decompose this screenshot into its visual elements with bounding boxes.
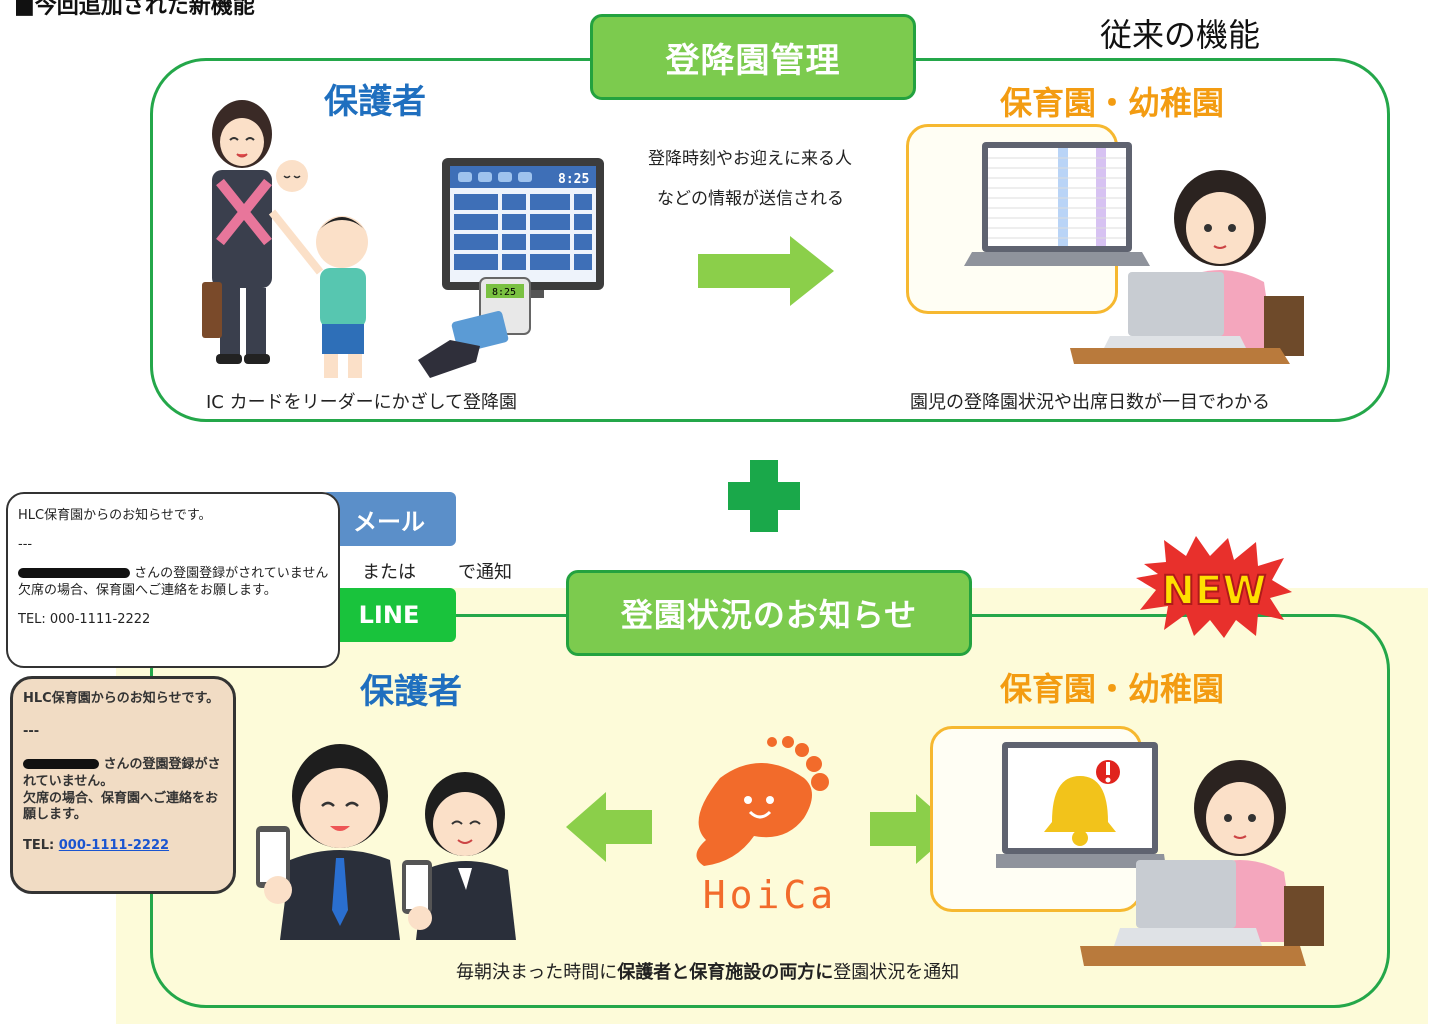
top-caption-right: 園児の登降園状況や出席日数が一目でわかる bbox=[910, 392, 1270, 413]
or-text: または bbox=[362, 562, 416, 583]
mail-separator: --- bbox=[18, 536, 33, 552]
ic-card-terminal-icon: 8:25 8:25 bbox=[418, 158, 604, 378]
mail-line1: HLC保育園からのお知らせです。 bbox=[18, 508, 212, 523]
redacted-name bbox=[18, 568, 130, 579]
parent-child-illustration bbox=[202, 100, 368, 378]
notify-text: で通知 bbox=[458, 562, 512, 583]
bottom-caption: 毎朝決まった時間に保護者と保育施設の両方に登園状況を通知 bbox=[456, 958, 959, 984]
line-line2: さんの登園登録がされていません。 bbox=[23, 756, 221, 789]
line-badge: LINE bbox=[322, 588, 456, 642]
plus-icon bbox=[728, 460, 800, 532]
mail-line2-row: さんの登園登録がされていません bbox=[18, 566, 328, 583]
line-line1: HLC保育園からのお知らせです。 bbox=[23, 691, 220, 706]
send-info-line2: などの情報が送信される bbox=[657, 189, 844, 209]
right-arrow-icon bbox=[698, 236, 834, 306]
left-arrow-icon bbox=[566, 792, 652, 862]
staff-laptop-illustration bbox=[1080, 760, 1324, 966]
reader-time: 8:25 bbox=[492, 287, 516, 298]
line-tel-label: TEL: bbox=[23, 838, 55, 854]
redacted-name bbox=[23, 759, 99, 770]
line-separator: --- bbox=[23, 723, 40, 739]
hoica-brand-text: HoiCa bbox=[703, 873, 837, 917]
new-burst-badge: NEW bbox=[1136, 536, 1292, 638]
staff-laptop-illustration bbox=[1070, 170, 1304, 364]
bottom-panel-title: 登園状況のお知らせ bbox=[566, 570, 972, 656]
top-guardian-label: 保護者 bbox=[324, 82, 426, 122]
bottom-caption-prefix: 毎朝決まった時間に bbox=[456, 962, 618, 983]
bottom-caption-suffix: 登園状況を通知 bbox=[833, 962, 960, 983]
bottom-guardian-label: 保護者 bbox=[360, 672, 462, 712]
line-tel-link[interactable]: 000-1111-2222 bbox=[58, 838, 170, 854]
alert-laptop bbox=[996, 742, 1166, 868]
traditional-feature-label: 従来の機能 bbox=[1100, 16, 1261, 54]
line-message-card: HLC保育園からのお知らせです。 --- さんの登園登録がされていません。 欠席… bbox=[10, 676, 236, 894]
parents-smartphones-illustration bbox=[256, 744, 516, 940]
mail-line3: 欠席の場合、保育園へご連絡をお願します。 bbox=[18, 582, 277, 598]
bell-alert-icon bbox=[1044, 760, 1120, 846]
line-line2-row: さんの登園登録がされていません。 bbox=[23, 757, 223, 791]
mail-message-card: HLC保育園からのお知らせです。 --- さんの登園登録がされていません 欠席の… bbox=[6, 492, 340, 668]
terminal-time: 8:25 bbox=[558, 172, 589, 187]
bottom-facility-label: 保育園・幼稚園 bbox=[1000, 670, 1225, 708]
send-info-line1: 登降時刻やお迎えに来る人 bbox=[648, 149, 852, 169]
top-caption-left: IC カードをリーダーにかざして登降園 bbox=[206, 392, 518, 413]
mail-line2: さんの登園登録がされていません bbox=[134, 565, 329, 581]
mail-tel: TEL: 000-1111-2222 bbox=[18, 611, 151, 627]
hoica-logo: HoiCa bbox=[696, 736, 837, 917]
page-heading: ■今回追加された新機能 bbox=[14, 0, 255, 19]
bottom-caption-bold: 保護者と保育施設の両方に bbox=[617, 962, 834, 983]
line-tel-row: TEL: 000-1111-2222 bbox=[23, 838, 223, 855]
top-facility-label: 保育園・幼稚園 bbox=[1000, 84, 1225, 122]
mail-badge: メール bbox=[322, 492, 456, 546]
line-line3: 欠席の場合、保育園へご連絡をお願します。 bbox=[23, 790, 219, 823]
new-badge-text: NEW bbox=[1162, 568, 1267, 614]
attendance-table-laptop bbox=[964, 142, 1150, 266]
top-panel-title: 登降園管理 bbox=[590, 14, 916, 100]
